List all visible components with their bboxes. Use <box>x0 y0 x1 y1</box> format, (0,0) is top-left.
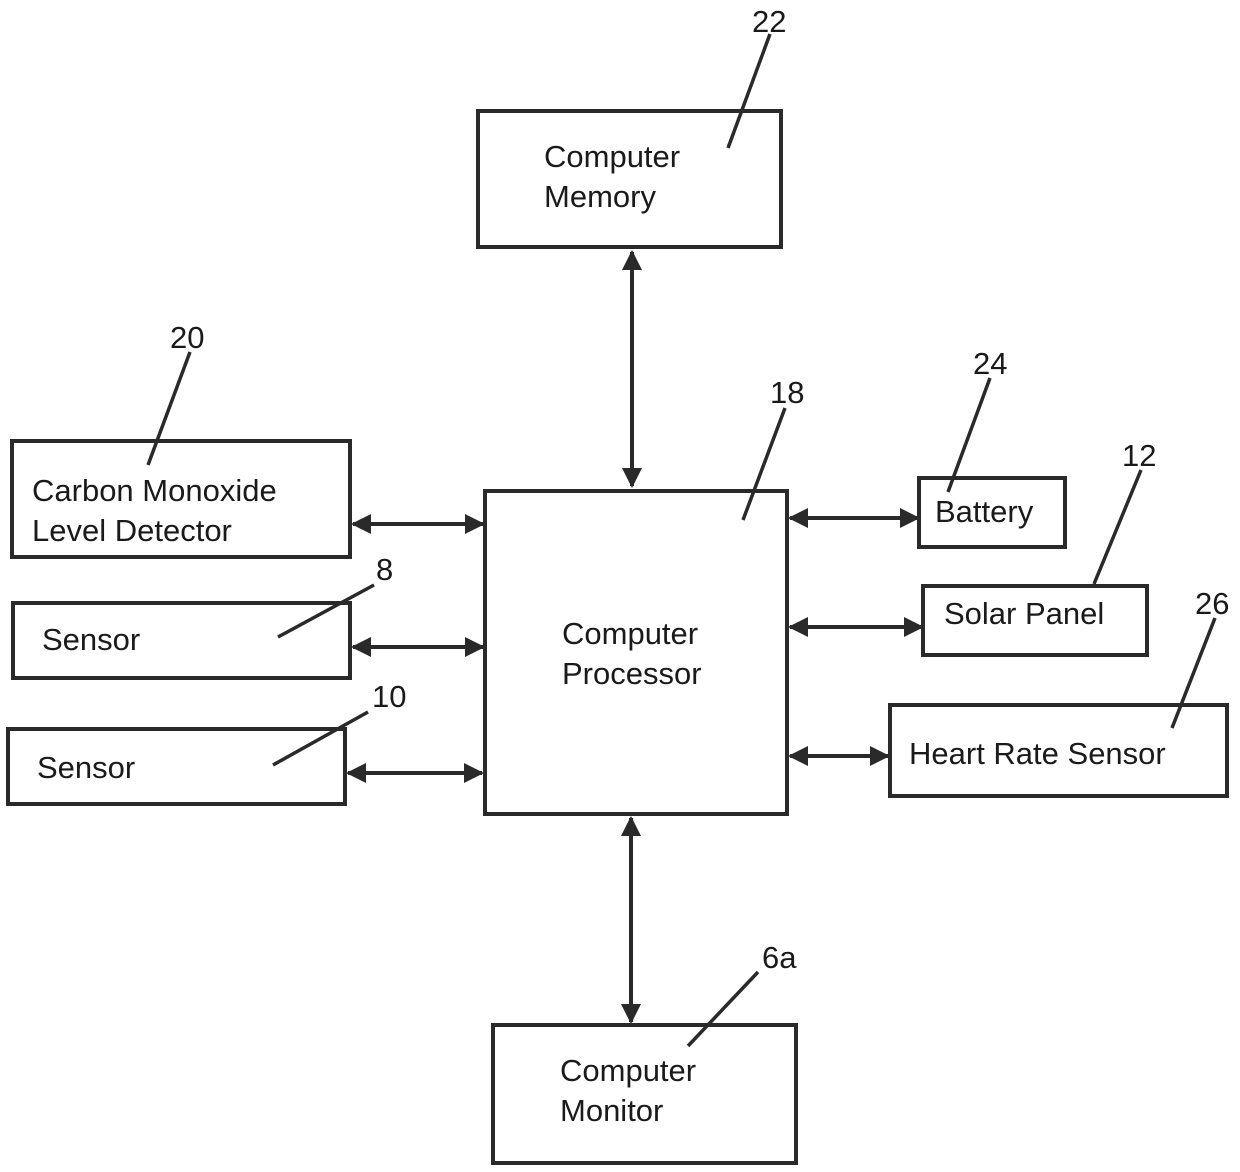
reference-numeral: 8 <box>376 552 393 587</box>
block-label-line2: Memory <box>544 179 656 214</box>
block-label-line2: Level Detector <box>32 513 232 548</box>
block-label-line2: Processor <box>562 656 702 691</box>
block-sensor-8: Sensor 8 <box>13 552 393 678</box>
reference-numeral: 20 <box>170 320 204 355</box>
leader-line <box>1094 470 1141 584</box>
block-label: Sensor <box>37 750 135 785</box>
block-label: Solar Panel <box>944 596 1104 631</box>
reference-numeral: 26 <box>1195 586 1229 621</box>
block-computer-monitor: Computer Monitor 6a <box>493 940 797 1163</box>
block-label-line1: Carbon Monoxide <box>32 473 277 508</box>
reference-numeral: 24 <box>973 346 1007 381</box>
block-frame <box>485 491 787 814</box>
block-label: Heart Rate Sensor <box>909 736 1166 771</box>
block-label-line1: Computer <box>544 139 680 174</box>
reference-numeral: 12 <box>1122 438 1156 473</box>
block-label: Sensor <box>42 622 140 657</box>
reference-numeral: 18 <box>770 375 804 410</box>
block-co-detector: Carbon Monoxide Level Detector 20 <box>12 320 350 557</box>
leader-line <box>948 378 990 492</box>
block-label: Battery <box>935 494 1034 529</box>
reference-numeral: 22 <box>752 4 786 39</box>
block-computer-memory: Computer Memory 22 <box>478 4 786 247</box>
block-label-line2: Monitor <box>560 1093 663 1128</box>
block-sensor-10: Sensor 10 <box>8 679 406 804</box>
reference-numeral: 10 <box>372 679 406 714</box>
block-label-line1: Computer <box>560 1053 696 1088</box>
block-computer-processor: Computer Processor 18 <box>485 375 804 814</box>
reference-numeral: 6a <box>762 940 797 975</box>
block-battery: Battery 24 <box>919 346 1065 547</box>
block-label-line1: Computer <box>562 616 698 651</box>
